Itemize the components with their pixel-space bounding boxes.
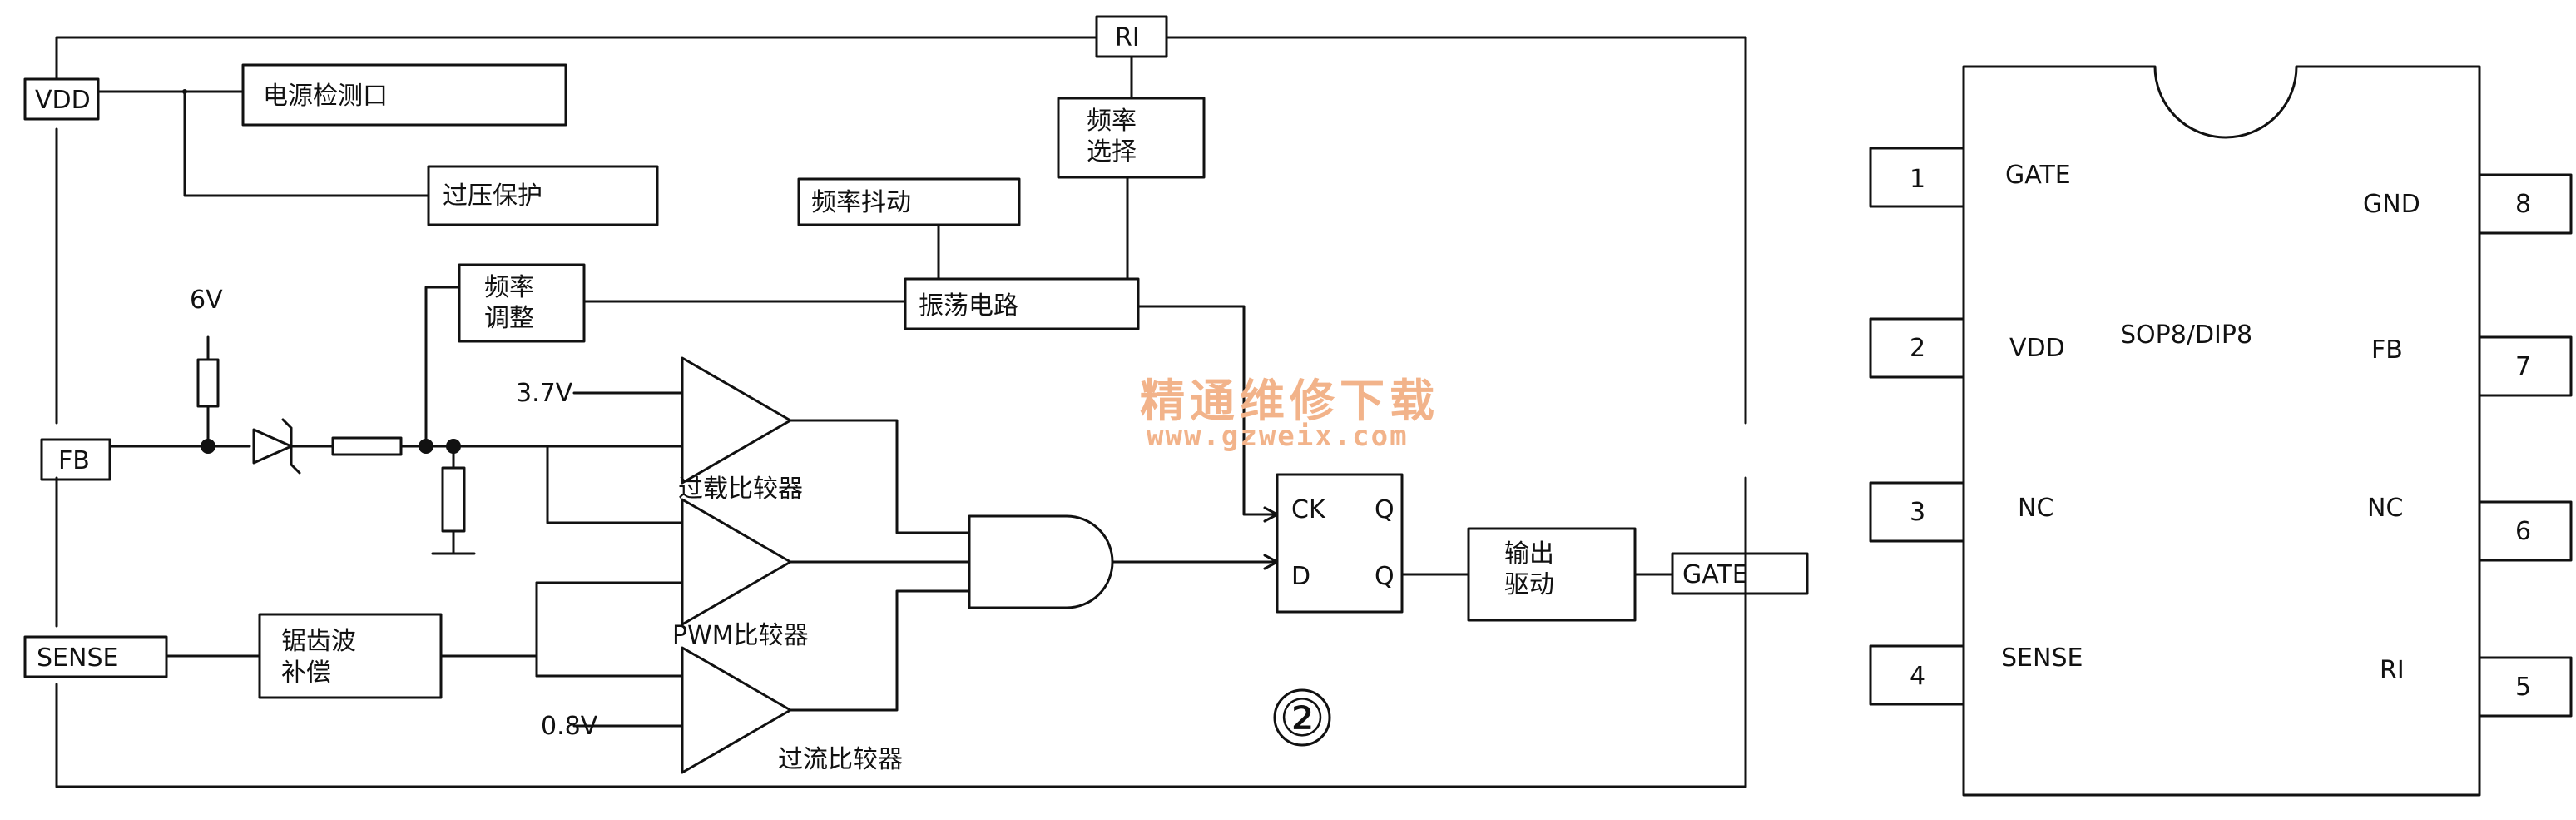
flipflop-ck-label: CK: [1291, 495, 1326, 524]
comparator-overcurrent: [681, 646, 792, 774]
ic-pin-2-name: VDD: [2009, 334, 2065, 363]
block-power-detect: [241, 63, 567, 127]
block-label-driver-1: 输出: [1504, 539, 1554, 569]
flipflop-q1-label: Q: [1375, 495, 1395, 524]
overcurrent-ref-label: 0.8V: [541, 712, 598, 741]
ic-pin-1-name: GATE: [2005, 161, 2071, 190]
block-freq-jitter: [797, 177, 1021, 226]
chip-outline: [55, 36, 1747, 788]
overload-ref-label: 3.7V: [516, 379, 573, 408]
block-label-sawtooth-1: 锯齿波: [281, 627, 356, 656]
ic-pin-7-number: 7: [2515, 352, 2531, 381]
comparator-label-pwm: PWM比较器: [672, 621, 809, 650]
block-label-over-voltage: 过压保护: [443, 181, 542, 211]
pin-label-gate: GATE: [1682, 560, 1748, 589]
and-gate: [968, 514, 1114, 609]
flipflop-d-label: D: [1291, 562, 1310, 591]
watermark-text: 精通维修下载: [1140, 375, 1439, 427]
ic-pin-boxes: [1869, 147, 2573, 718]
block-flipflop: [1276, 473, 1404, 614]
comparator-overload: [681, 356, 792, 485]
comparator-pwm: [681, 498, 792, 626]
series-resistor: [331, 436, 403, 456]
block-label-freq-jitter: 频率抖动: [811, 188, 911, 217]
pin-label-vdd: VDD: [35, 86, 91, 115]
ic-pin-4-name: SENSE: [2001, 644, 2083, 673]
ic-pin-1-number: 1: [1910, 165, 1925, 194]
pin-label-fb: FB: [58, 446, 90, 475]
watermark-url: www.gzweix.com: [1147, 420, 1409, 453]
block-label-freq-select-1: 频率: [1087, 107, 1137, 136]
flipflop-q2-label: Q: [1375, 562, 1395, 591]
ic-pin-6-number: 6: [2515, 517, 2531, 546]
block-label-power-detect: 电源检测口: [263, 82, 388, 111]
ic-pin-8-name: GND: [2363, 190, 2420, 219]
zener-voltage-label: 6V: [190, 286, 223, 315]
ic-pin-5-name: RI: [2380, 656, 2405, 685]
comparator-label-overload: 过载比较器: [678, 475, 803, 504]
ic-body: [1962, 65, 2481, 797]
ic-pin-3-name: NC: [2018, 494, 2053, 523]
block-label-oscillator: 振荡电路: [919, 291, 1018, 321]
comparator-label-overcurrent: 过流比较器: [778, 745, 903, 774]
block-oscillator: [904, 277, 1140, 330]
block-label-freq-adjust-2: 调整: [484, 304, 534, 333]
ic-pin-5-number: 5: [2515, 673, 2531, 702]
figure-number-circle: [1273, 688, 1331, 747]
ic-package-label: SOP8/DIP8: [2120, 321, 2252, 350]
block-label-sawtooth-2: 补偿: [281, 658, 331, 688]
zener-resistor: [196, 358, 220, 408]
ic-pin-4-number: 4: [1910, 662, 1925, 691]
ic-pin-7-name: FB: [2371, 335, 2403, 365]
block-label-driver-2: 驱动: [1504, 570, 1554, 599]
ic-pin-2-number: 2: [1910, 334, 1925, 363]
block-label-freq-adjust-1: 频率: [484, 273, 534, 302]
ic-pin-8-number: 8: [2515, 190, 2531, 219]
figure-number: ②: [1279, 688, 1325, 748]
pin-box-fb: [40, 438, 111, 481]
zener-diode: [252, 428, 293, 465]
pin-box-vdd: [23, 77, 100, 121]
block-label-freq-select-2: 选择: [1087, 137, 1137, 166]
pin-label-ri: RI: [1115, 23, 1140, 52]
ic-pin-3-number: 3: [1910, 498, 1925, 527]
ic-pin-6-name: NC: [2367, 494, 2403, 523]
shunt-resistor: [441, 466, 466, 533]
pin-label-sense: SENSE: [37, 644, 118, 673]
block-freq-adjust: [458, 263, 586, 343]
